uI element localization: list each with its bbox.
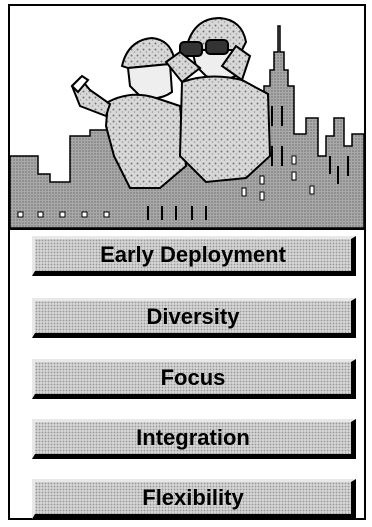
nav-label: Early Deployment	[100, 242, 286, 267]
header-illustration	[10, 6, 364, 230]
nav-label: Diversity	[146, 304, 240, 329]
soldiers-skyline-image	[10, 16, 364, 228]
diversity-button[interactable]: Diversity	[32, 298, 356, 338]
integration-button[interactable]: Integration	[32, 419, 356, 459]
nav-label: Integration	[136, 425, 250, 450]
soldiers-figure	[70, 16, 272, 189]
early-deployment-button[interactable]: Early Deployment	[32, 236, 356, 276]
nav-label: Flexibility	[142, 485, 244, 510]
flexibility-button[interactable]: Flexibility	[32, 479, 356, 519]
focus-button[interactable]: Focus	[32, 359, 356, 399]
nav-label: Focus	[160, 365, 226, 390]
menu-panel: Early Deployment Diversity Focus Integra…	[8, 4, 366, 520]
